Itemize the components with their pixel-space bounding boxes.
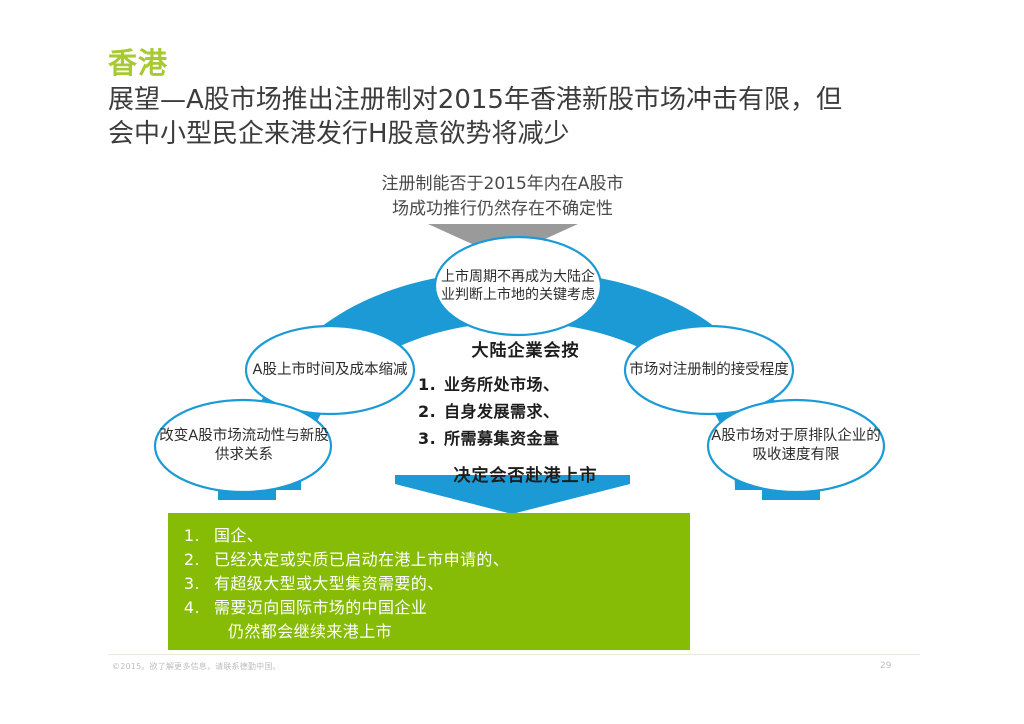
ellipse-top: [433, 235, 603, 337]
green-item-number: 2.: [183, 550, 200, 569]
center-decision-block: 大陆企業会按 1. 业务所处市场、 2. 自身发展需求、 3. 所需募集资金量 …: [418, 336, 633, 486]
top-caption-line-1: 注册制能否于2015年内在A股市: [381, 174, 624, 194]
list-item: 1. 业务所处市场、: [418, 371, 633, 398]
footer-divider: [108, 654, 920, 655]
green-item-number: 1.: [183, 526, 200, 545]
green-box-tail-text: 仍然都会继续来港上市: [228, 622, 393, 641]
green-box-list: 1. 国企、 2. 已经决定或实质已启动在港上市申请的、 3. 有超级大型或大型…: [168, 513, 690, 620]
green-item-text: 有超级大型或大型集资需要的、: [214, 574, 444, 593]
ellipse-right: [623, 324, 795, 416]
list-item: 1. 国企、: [168, 524, 690, 548]
process-diagram: [0, 232, 1024, 514]
center-item-number: 1.: [418, 375, 437, 394]
node-label-left: A股上市时间及成本缩减: [248, 331, 412, 409]
list-item: 2. 已经决定或实质已启动在港上市申请的、: [168, 548, 690, 572]
green-conclusion-box: 1. 国企、 2. 已经决定或实质已启动在港上市申请的、 3. 有超级大型或大型…: [168, 513, 690, 650]
diagram-shapes: [153, 235, 886, 514]
ellipse-bottom-right: [706, 398, 886, 494]
green-item-number: 3.: [183, 574, 200, 593]
page-title-line-2: 会中小型民企来港发行H股意欲势将减少: [108, 119, 570, 149]
top-caption: 注册制能否于2015年内在A股市 场成功推行仍然存在不确定性: [350, 172, 655, 222]
page-kicker: 香港: [108, 46, 169, 80]
green-item-text: 需要迈向国际市场的中国企业: [214, 598, 428, 617]
top-caption-line-2: 场成功推行仍然存在不确定性: [392, 199, 613, 219]
node-bottom-left-text: 改变A股市场流动性与新股供求关系: [159, 428, 329, 463]
center-item-text: 业务所处市场、: [444, 375, 560, 394]
center-item-number: 3.: [418, 429, 437, 448]
center-item-text: 所需募集资金量: [444, 429, 560, 448]
ellipse-left: [244, 324, 416, 416]
node-label-bottom-left: 改变A股市场流动性与新股供求关系: [158, 405, 330, 487]
list-item: 3. 有超级大型或大型集资需要的、: [168, 572, 690, 596]
center-criteria-list: 1. 业务所处市场、 2. 自身发展需求、 3. 所需募集资金量: [418, 371, 633, 452]
blue-down-arrow-icon: [395, 475, 630, 514]
green-item-number: 4.: [183, 598, 200, 617]
node-label-bottom-right: A股市场对于原排队企业的吸收速度有限: [710, 405, 882, 487]
page-title: 展望—A股市场推出注册制对2015年香港新股市场冲击有限，但 会中小型民企来港发…: [108, 83, 948, 151]
list-item: 4. 需要迈向国际市场的中国企业: [168, 596, 690, 620]
center-block-title: 大陆企業会按: [471, 341, 580, 361]
blue-arch-shape: [243, 270, 793, 490]
center-item-text: 自身发展需求、: [444, 402, 560, 421]
green-item-text: 已经决定或实质已启动在港上市申请的、: [214, 550, 510, 569]
node-label-top: 上市周期不再成为大陆企业判断上市地的关键考虑: [437, 242, 599, 330]
center-item-number: 2.: [418, 402, 437, 421]
list-item: 2. 自身发展需求、: [418, 398, 633, 425]
node-bottom-right-text: A股市场对于原排队企业的吸收速度有限: [711, 428, 881, 463]
footer-copyright: ©2015。欲了解更多信息，请联系德勤中国。: [112, 662, 281, 671]
node-right-text: 市场对注册制的接受程度: [629, 361, 789, 378]
node-label-right: 市场对注册制的接受程度: [627, 331, 791, 409]
node-left-text: A股上市时间及成本缩减: [252, 361, 408, 378]
page-title-line-1: 展望—A股市场推出注册制对2015年香港新股市场冲击有限，但: [108, 85, 842, 115]
ellipse-bottom-left: [153, 398, 333, 494]
slide-header: 香港 展望—A股市场推出注册制对2015年香港新股市场冲击有限，但 会中小型民企…: [108, 46, 948, 151]
list-item: 3. 所需募集资金量: [418, 425, 633, 452]
center-block-conclusion: 决定会否赴港上市: [453, 466, 598, 486]
green-item-text: 国企、: [214, 526, 264, 545]
page-number: 29: [880, 661, 892, 671]
node-top-text: 上市周期不再成为大陆企业判断上市地的关键考虑: [441, 269, 595, 303]
